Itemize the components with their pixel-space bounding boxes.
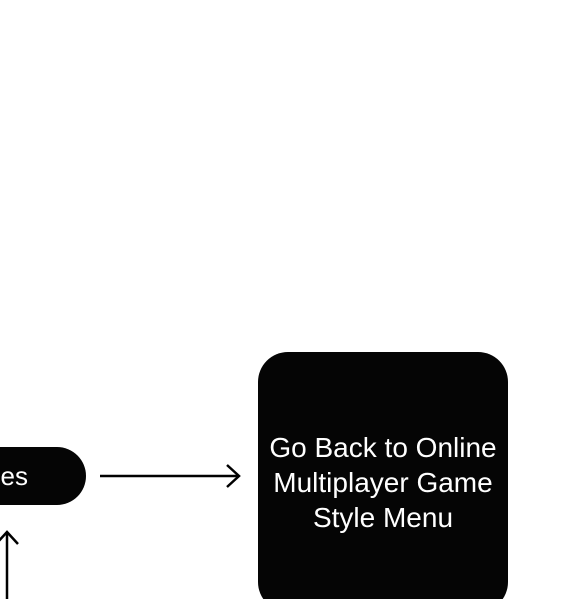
arrow-right-head	[226, 464, 241, 488]
arrow-up-to-left-node	[0, 530, 19, 599]
go-back-node: Go Back to Online Multiplayer Game Style…	[258, 352, 508, 599]
go-back-node-label: Go Back to Online Multiplayer Game Style…	[269, 431, 497, 533]
left-node-label: es	[0, 460, 28, 491]
arrow-up-head	[0, 530, 19, 545]
left-node: es	[0, 447, 86, 505]
arrow-left-to-right	[100, 464, 241, 488]
